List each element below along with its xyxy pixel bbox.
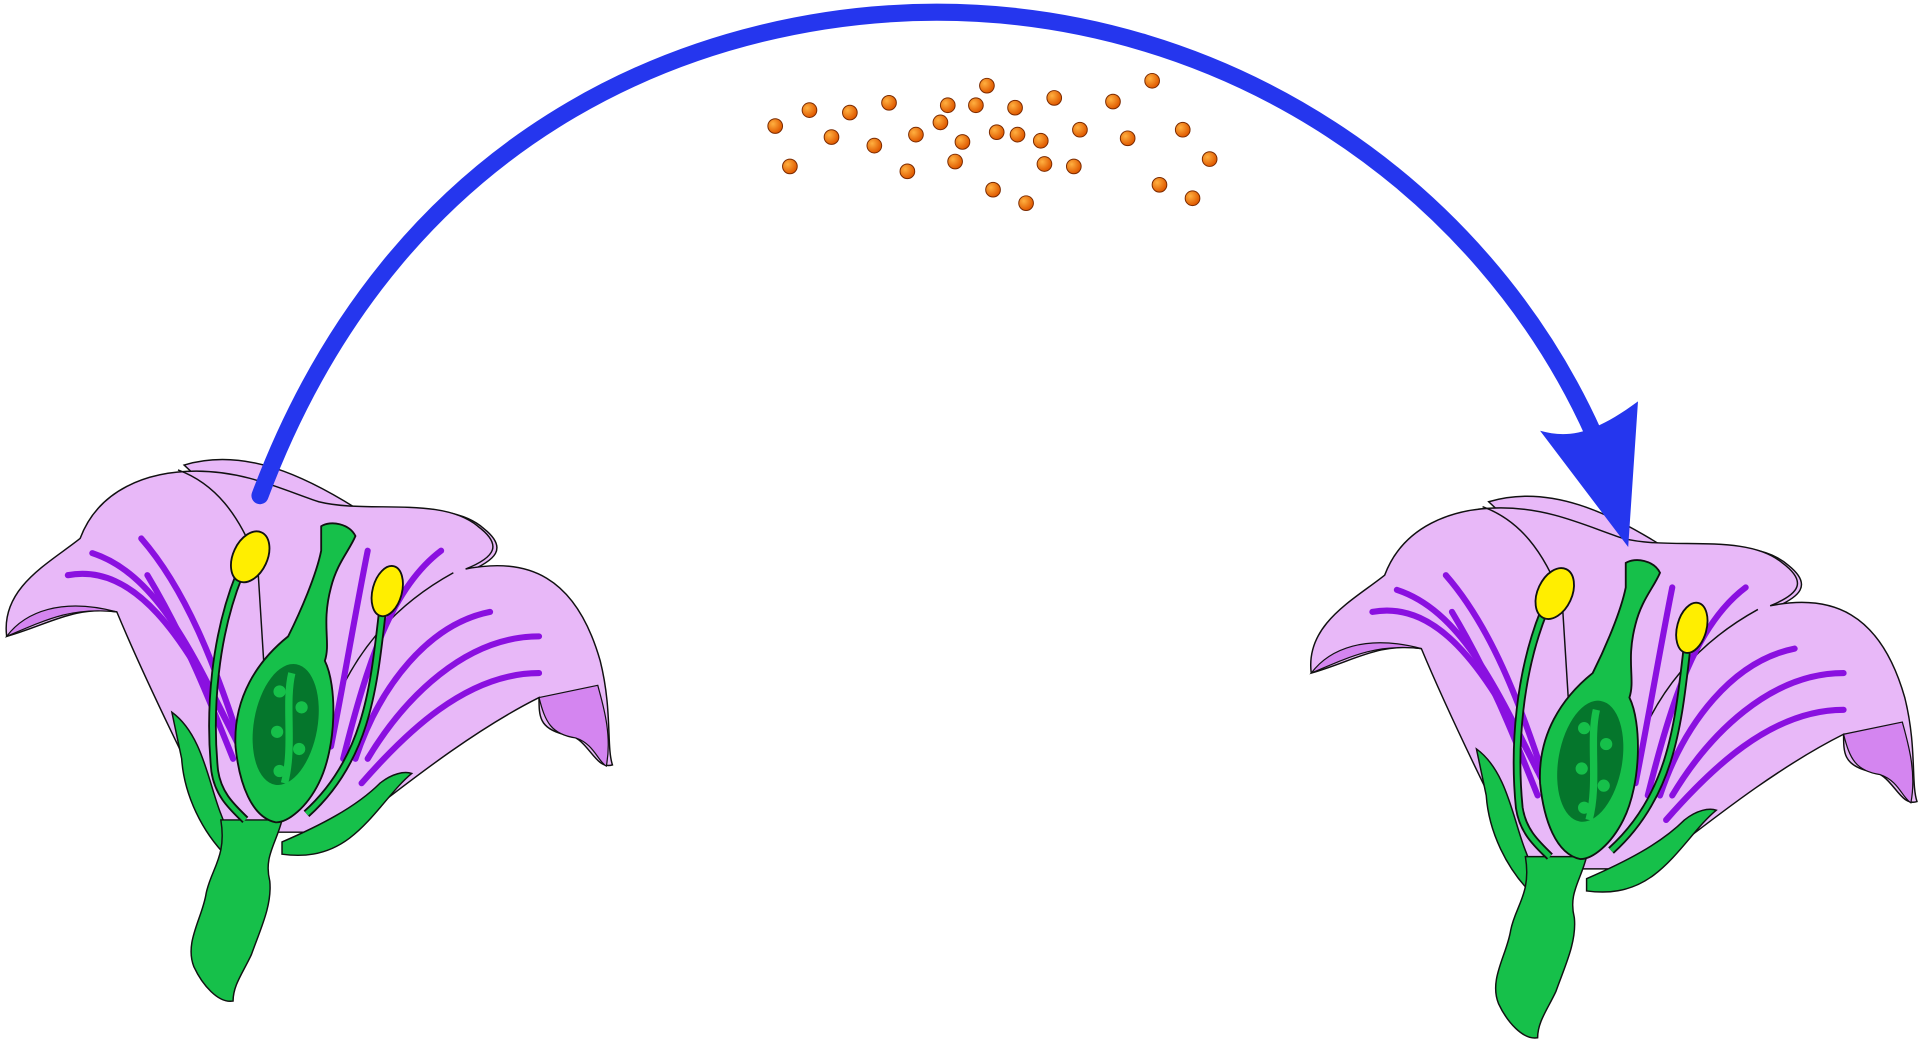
pollen-grain <box>899 163 916 180</box>
arrow-icon <box>251 3 1603 505</box>
pollen-grain <box>823 129 840 145</box>
arrowhead-icon <box>1540 401 1638 548</box>
pollen-grain <box>767 118 784 134</box>
pollen-grain <box>1065 158 1082 175</box>
pollen-grain <box>1105 93 1121 110</box>
pollen-grain <box>801 102 818 118</box>
pollen-grain <box>908 126 924 143</box>
pollen-grain <box>1174 121 1191 138</box>
pollen-grain <box>1018 195 1034 211</box>
pollen-grain <box>1032 132 1049 149</box>
pollen-grain <box>1119 130 1136 147</box>
pollen-grain <box>939 97 956 114</box>
pollen-grain <box>1184 190 1201 207</box>
pollen-grain <box>881 94 897 111</box>
pollen-grain <box>954 134 971 150</box>
pollen-grain <box>842 104 858 121</box>
pollen-grain <box>985 181 1001 198</box>
pollen-grain <box>1072 121 1088 138</box>
pollen-grain <box>988 124 1005 141</box>
pollen-grain <box>1009 126 1026 143</box>
pollen-grain <box>1151 176 1168 193</box>
pollen-grain <box>866 137 883 154</box>
pollen-grain <box>979 77 995 94</box>
pollen-grain <box>1144 72 1160 89</box>
flower-icon-left <box>6 459 612 1001</box>
pollen-grain <box>932 114 949 131</box>
pollen-grains-icon <box>767 72 1218 211</box>
pollen-grain <box>782 158 798 175</box>
pollen-grain <box>968 97 984 114</box>
pollen-grain <box>1007 99 1023 116</box>
flower-icon-right <box>1311 496 1917 1038</box>
pollen-grain <box>947 153 963 170</box>
pollen-grain <box>1036 156 1053 172</box>
pollen-grain <box>1201 151 1218 167</box>
pollen-grain <box>1046 90 1063 106</box>
